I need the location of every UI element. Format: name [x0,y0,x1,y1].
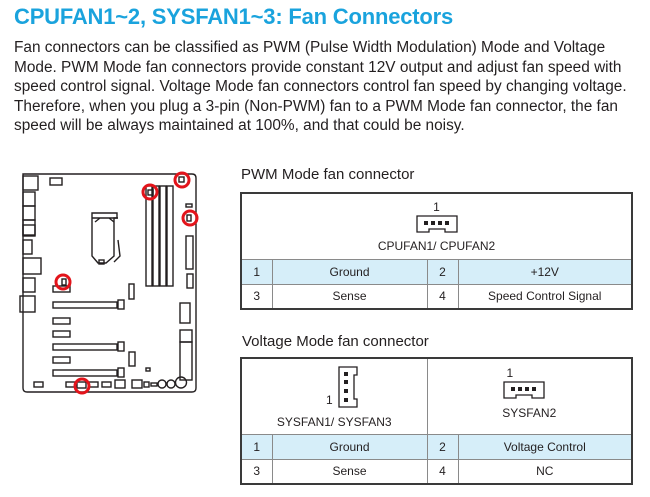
pin-number: 4 [426,458,459,485]
pwm-pinout-table: 1 CPUFAN1/ CPUFAN2 1 Ground 2 +12V 3 Sen… [240,192,633,310]
io-block [22,205,36,221]
pin1-label: 1 [433,200,440,215]
pin-signal: Ground [271,433,428,460]
intro-paragraph: Fan connectors can be classified as PWM … [14,39,627,135]
marker-sysfan1 [54,273,72,291]
pwm-connector-cell: 1 CPUFAN1/ CPUFAN2 [240,192,633,260]
pin1-label: 1 [506,366,514,381]
pinout-row: 1 Ground 2 Voltage Control [240,433,633,460]
pin1-label: 1 [326,393,333,408]
marker-cpufan1 [141,183,159,201]
pin-signal: Sense [271,283,428,310]
pcie-slot [52,301,118,309]
connector-name: CPUFAN1/ CPUFAN2 [377,239,496,254]
vertical-fan-header-icon [338,366,358,408]
io-block [22,257,42,275]
pin-signal: +12V [457,258,633,285]
sysfan2-connector-cell: 1 SYSFAN2 [426,357,633,435]
pin-signal: Ground [271,258,428,285]
pin-number: 4 [426,283,459,310]
pin-number: 1 [240,433,273,460]
horizontal-fan-header-icon [415,215,458,233]
connector-name: SYSFAN1/ SYSFAN3 [276,415,392,430]
connector-name: SYSFAN2 [502,406,557,421]
pin-signal: Voltage Control [457,433,633,460]
dimm-slot [145,185,153,287]
io-block [22,219,36,237]
sata-stack [179,341,193,381]
pwm-section-label: PWM Mode fan connector [241,166,415,183]
io-block [19,295,36,313]
io-block [22,277,36,293]
io-header [49,177,63,186]
motherboard-diagram [19,171,199,395]
io-block [22,191,36,207]
cpu-socket [91,212,118,264]
marker-cpufan2 [173,171,191,189]
dimm-slot [166,185,174,287]
section-title: CPUFAN1~2, SYSFAN1~3: Fan Connectors [14,4,454,29]
dimm-slot [152,185,160,287]
pin-number: 3 [240,458,273,485]
io-block [22,224,36,236]
sysfan1-3-connector-cell: 1 SYSFAN1/ SYSFAN3 [240,357,428,435]
pin-number: 1 [240,258,273,285]
marker-sysfan2 [181,209,199,227]
pin-number: 3 [240,283,273,310]
dimm-slot [159,185,167,287]
voltage-pinout-table: 1 SYSFAN1/ SYSFAN3 1 [240,357,633,485]
board-outline [22,173,197,393]
pin-signal: NC [457,458,633,485]
io-block [22,239,33,255]
marker-sysfan3 [73,377,91,395]
pinout-row: 3 Sense 4 Speed Control Signal [240,283,633,310]
atx-power [185,235,194,270]
pinout-row: 3 Sense 4 NC [240,458,633,485]
pin-signal: Sense [271,458,428,485]
horizontal-fan-header-icon [502,381,545,399]
pin-number: 2 [426,433,459,460]
pcie-slot [52,369,118,377]
pin-number: 2 [426,258,459,285]
pcie-slot [52,343,118,351]
pinout-row: 1 Ground 2 +12V [240,258,633,285]
pin-signal: Speed Control Signal [457,283,633,310]
io-block [22,175,39,191]
voltage-section-label: Voltage Mode fan connector [242,333,429,350]
